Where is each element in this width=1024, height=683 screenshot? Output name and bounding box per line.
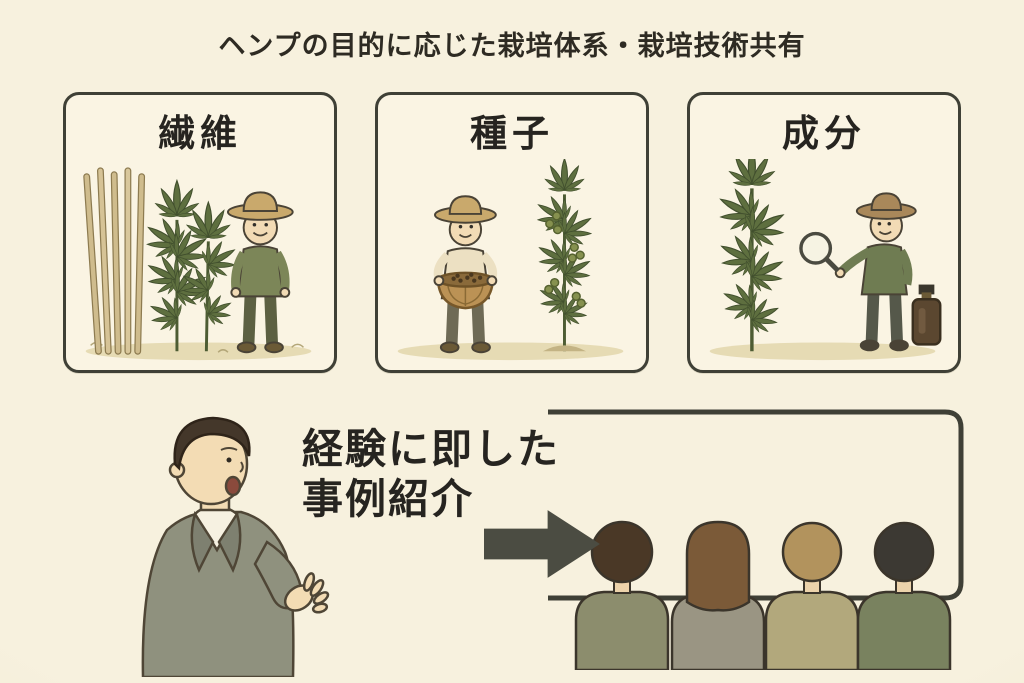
- hemp-plant-tall: [710, 159, 794, 352]
- page-title: ヘンプの目的に応じた栽培体系・栽培技術共有: [218, 31, 806, 62]
- panel-fiber: 繊維: [63, 92, 337, 373]
- farmer-with-basket: [433, 195, 498, 354]
- open-hand: [283, 572, 330, 614]
- fiber-scene-illustration: [83, 167, 312, 361]
- hemp-plant-with-seeds: [529, 159, 600, 352]
- seed-scene-illustration: [397, 159, 624, 361]
- panel-fiber-label: 繊維: [158, 112, 242, 155]
- extract-bottle-icon: [911, 284, 942, 346]
- presenter-illustration: [141, 416, 330, 677]
- panel-seed: 種子: [375, 92, 649, 373]
- caption-line-2: 事例紹介: [302, 475, 474, 524]
- case-intro-caption: 経験に即した 事例紹介: [302, 424, 560, 524]
- hemp-stalk-bundle: [83, 167, 146, 355]
- presentation-frame: [548, 409, 964, 601]
- audience-member: [574, 520, 670, 670]
- audience-member: [670, 520, 766, 670]
- panel-component: 成分: [687, 92, 961, 373]
- arrow-right-icon: [484, 510, 600, 578]
- audience-member: [764, 521, 860, 670]
- panel-component-label: 成分: [782, 112, 866, 155]
- caption-line-1: 経験に即した: [302, 425, 560, 473]
- panel-seed-label: 種子: [470, 112, 554, 155]
- hemp-plants: [137, 181, 244, 352]
- audience-illustration: [574, 520, 952, 670]
- magnifying-glass-icon: [799, 231, 840, 273]
- farmer-figure: [226, 191, 294, 354]
- component-scene-illustration: [709, 159, 942, 361]
- panels-row: 繊維: [0, 92, 1024, 373]
- audience-member: [856, 521, 952, 670]
- seed-basket: [433, 271, 498, 310]
- researcher-figure: [799, 192, 917, 352]
